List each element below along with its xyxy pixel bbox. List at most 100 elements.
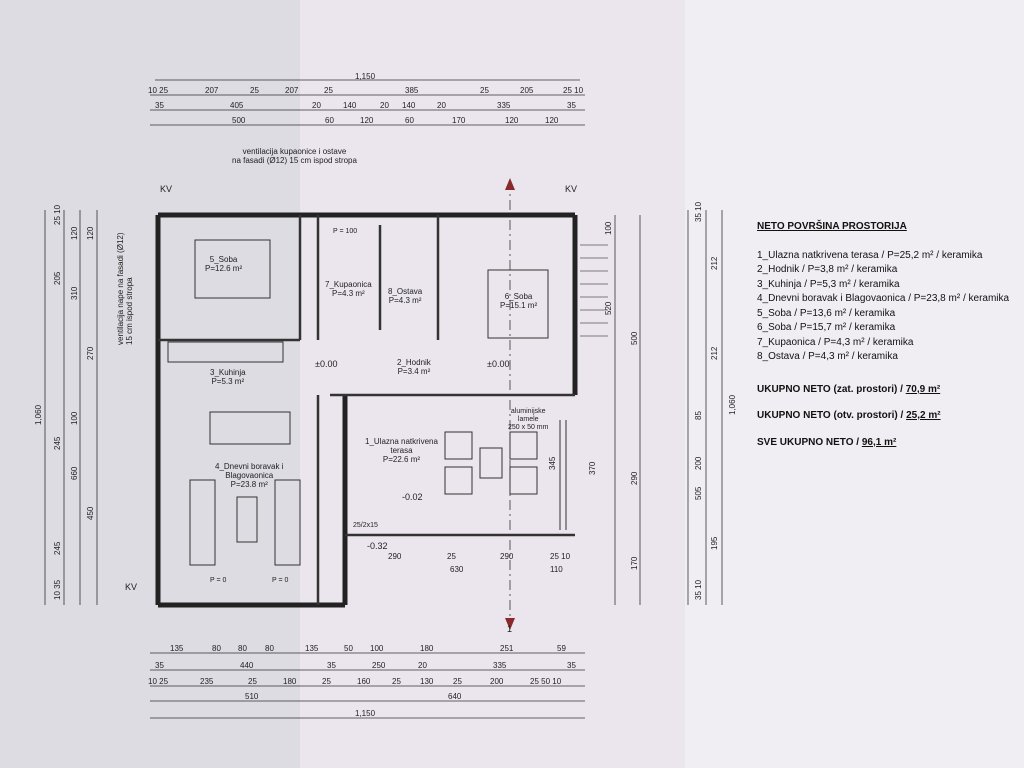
dim-t1-2: 25: [250, 86, 259, 95]
dim-t1-8: 25 10: [563, 86, 584, 95]
dim-r1-4: 170: [630, 556, 639, 570]
dim-b3-4: 25: [322, 677, 331, 686]
outer-walls: [155, 212, 578, 608]
dim-b3-0: 10 25: [148, 677, 169, 686]
terrace-chair-2: [444, 466, 473, 495]
dim-b4-0: 510: [245, 692, 259, 701]
dim-r2-1: 212: [710, 256, 719, 270]
dim-bottom-total: 1,150: [355, 709, 376, 718]
kv-label-3: KV: [125, 582, 138, 592]
legend-item: 7_Kupaonica / P=4,3 m² / keramika: [757, 336, 914, 348]
section-arrow-top: [505, 178, 515, 190]
p0-note-2: P = 0: [272, 577, 289, 584]
dim-tv-0: 345: [548, 456, 557, 470]
exterior-stairs: [580, 244, 608, 337]
coffee-table: [236, 496, 258, 543]
dim-r2-5: 505: [694, 486, 703, 500]
p0-note-1: P = 0: [210, 577, 227, 584]
dim-t3-2: 120: [360, 116, 374, 125]
dim-b1-1: 80: [212, 644, 221, 653]
dim-b1-4: 135: [305, 644, 319, 653]
dim-top-total: 1,150: [355, 72, 376, 81]
sofa-right: [274, 479, 301, 566]
dim-t3-5: 120: [505, 116, 519, 125]
dim-l1-2: 245: [53, 436, 62, 450]
paper-middle: [300, 0, 685, 768]
dim-l1-1: 205: [53, 271, 62, 285]
dim-r1-3: 290: [630, 471, 639, 485]
dim-r2-3: 85: [694, 411, 703, 420]
dim-t1-6: 25: [480, 86, 489, 95]
dim-l2-2: 100: [70, 411, 79, 425]
section-label: 1: [507, 624, 513, 634]
level-4: -0.32: [367, 541, 388, 551]
kv-label-1: KV: [160, 184, 173, 194]
dim-t3-3: 60: [405, 116, 414, 125]
dim-b1-8: 251: [500, 644, 514, 653]
section-arrow-bottom: [505, 618, 515, 630]
dim-l1-3: 245: [53, 541, 62, 555]
dim-r2-7: 35 10: [694, 579, 703, 600]
dim-t2-8: 35: [567, 101, 576, 110]
dim-l2-0: 120: [70, 226, 79, 240]
dim-t3-4: 170: [452, 116, 466, 125]
dim-b1-7: 180: [420, 644, 434, 653]
dim-b1-0: 135: [170, 644, 184, 653]
level-2: ±0.00: [487, 359, 510, 369]
dim-l1-0: 25 10: [53, 204, 62, 225]
dim-t2-2: 20: [312, 101, 321, 110]
dim-left-total: 1,060: [34, 404, 43, 425]
total-open: UKUPNO NETO (otv. prostori) / 25,2 m²: [757, 410, 941, 421]
dim-b3-10: 25 50 10: [530, 677, 562, 686]
dim-l3-1: 270: [86, 346, 95, 360]
dim-l3-0: 120: [86, 226, 95, 240]
dim-right-total: 1,060: [728, 394, 737, 415]
dim-t1-1: 207: [205, 86, 219, 95]
dim-b4-1: 640: [448, 692, 462, 701]
dim-tr-1: 25: [447, 552, 456, 561]
dim-b2-4: 20: [418, 661, 427, 670]
dim-t2-5: 140: [402, 101, 416, 110]
dim-b3-2: 25: [248, 677, 257, 686]
dim-b1-2: 80: [238, 644, 247, 653]
legend-item: 6_Soba / P=15,7 m² / keramika: [757, 322, 896, 333]
legend-item: 3_Kuhinja / P=5,3 m² / keramika: [757, 278, 900, 290]
dim-t2-6: 20: [437, 101, 446, 110]
terrace-chair-1: [444, 431, 473, 460]
dim-l3-2: 450: [86, 506, 95, 520]
dim-t2-1: 405: [230, 101, 244, 110]
kitchen-counter: [167, 341, 284, 363]
legend-title: NETO POVRŠINA PROSTORIJA: [757, 221, 907, 232]
legend-item: 2_Hodnik / P=3,8 m² / keramika: [757, 264, 898, 275]
dim-b3-3: 180: [283, 677, 297, 686]
dim-tr-2: 290: [500, 552, 514, 561]
dim-t1-5: 385: [405, 86, 419, 95]
dim-l1-4: 10 35: [53, 579, 62, 600]
dim-b3-7: 130: [420, 677, 434, 686]
door-note: P = 100: [333, 228, 358, 235]
dim-r2-4: 200: [694, 456, 703, 470]
dim-b2-2: 35: [327, 661, 336, 670]
paper-left: [0, 0, 300, 768]
inner-walls: [158, 215, 575, 605]
dim-b1-6: 100: [370, 644, 384, 653]
legend-item: 1_Ulazna natkrivena terasa / P=25,2 m² /…: [757, 249, 983, 261]
lamele-screen: [559, 420, 567, 530]
paper-right: [685, 0, 1024, 768]
dim-t3-6: 120: [545, 116, 559, 125]
kv-label-2: KV: [565, 184, 578, 194]
dim-t3-1: 60: [325, 116, 334, 125]
dim-l2-3: 660: [70, 466, 79, 480]
dim-tr-3: 25 10: [550, 552, 571, 561]
dim-t2-4: 20: [380, 101, 389, 110]
